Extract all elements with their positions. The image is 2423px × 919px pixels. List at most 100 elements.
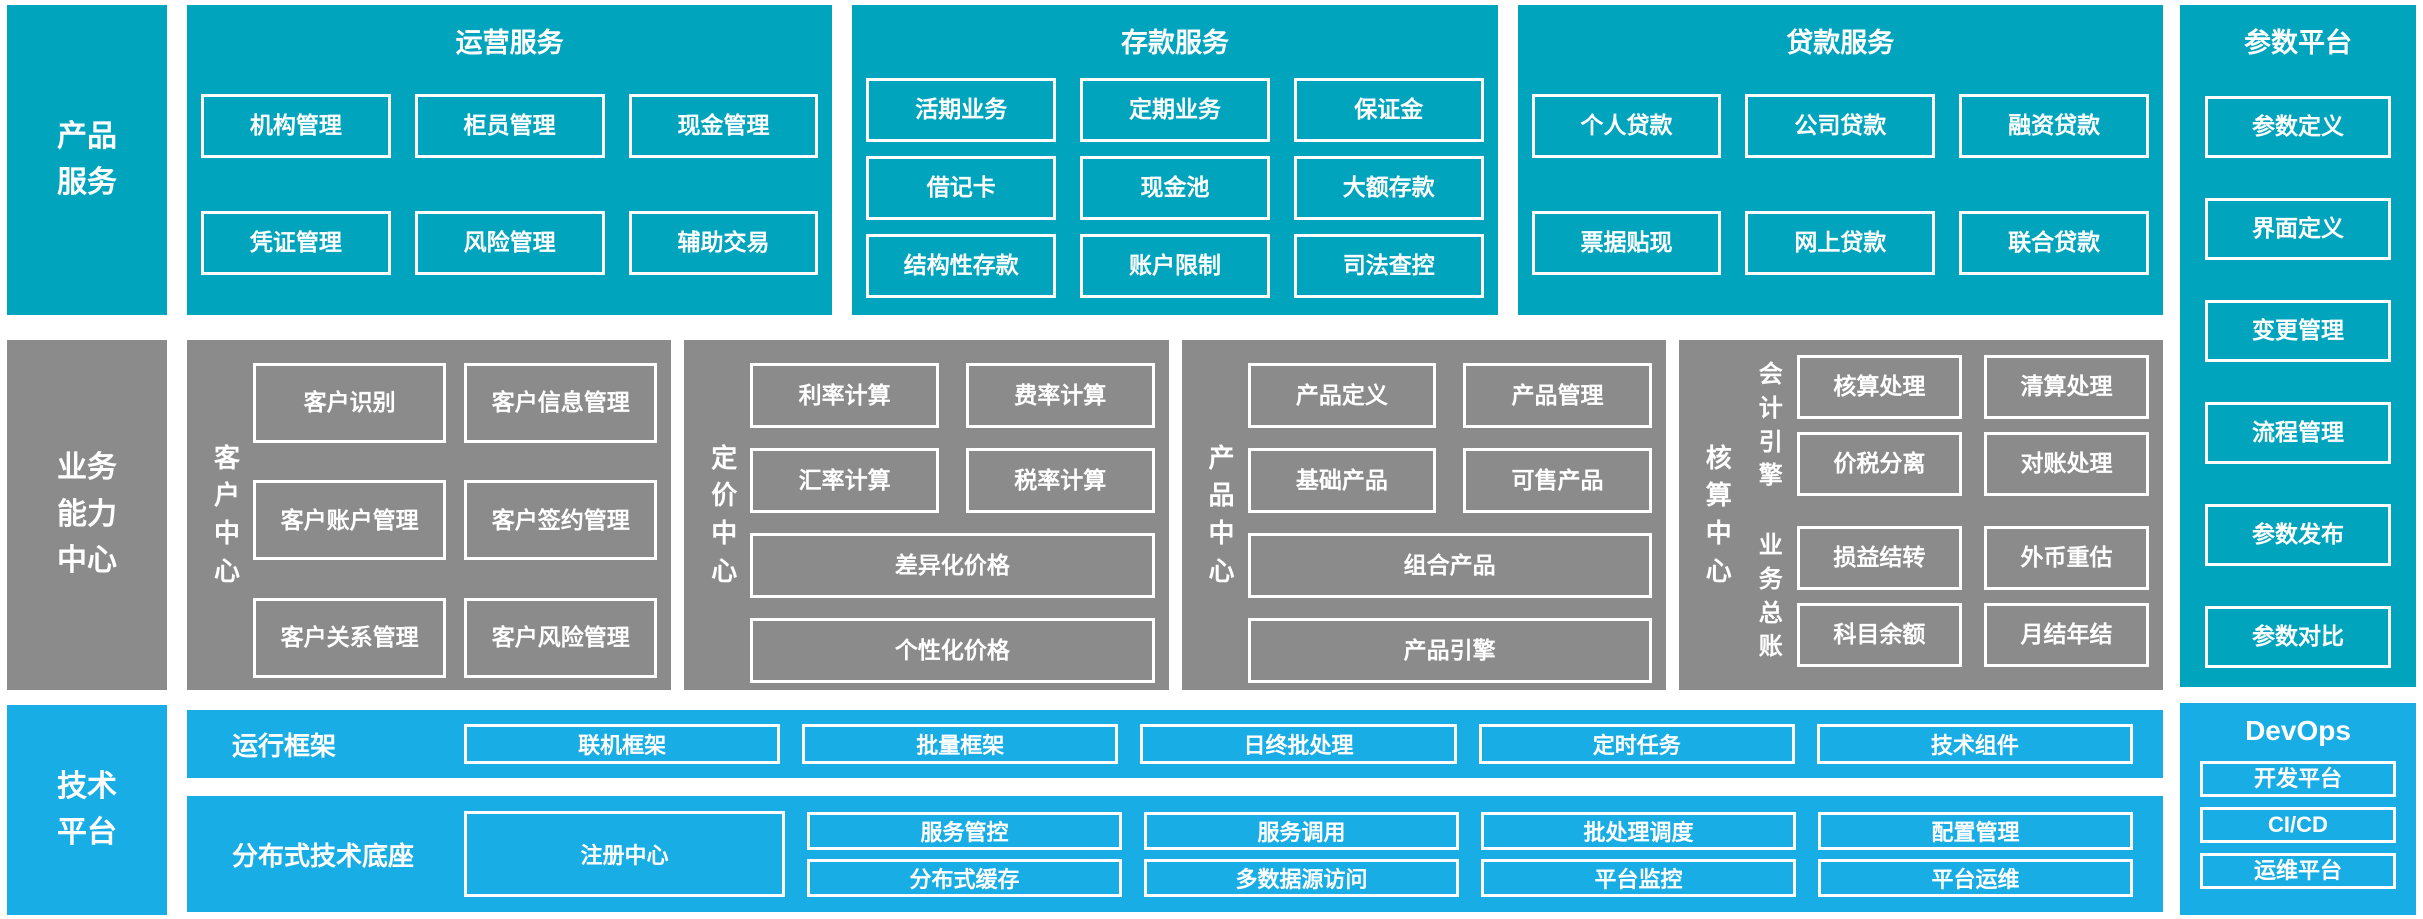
distributed-box-column: 批处理调度 平台监控: [1481, 811, 1796, 897]
loans-box: 票据贴现: [1531, 211, 1722, 275]
operations-box: 凭证管理: [201, 211, 391, 275]
section-customer-center: 客户中心 客户识别 客户信息管理 客户账户管理 客户签约管理 客户关系管理 客户…: [187, 340, 672, 690]
devops-box: 开发平台: [2200, 761, 2396, 797]
runtime-framework-label: 运行框架: [232, 730, 337, 761]
accounting-engine-grid: 核算处理 清算处理 价税分离 对账处理: [1796, 355, 2149, 496]
vertical-label-text: 产品中心: [1208, 442, 1235, 586]
loans-box: 融资贷款: [1959, 94, 2149, 158]
accounting-box: 核算处理: [1796, 355, 1962, 419]
distributed-box: 平台运维: [1818, 858, 2133, 897]
params-box: 变更管理: [2205, 300, 2391, 362]
accounting-groups: 会计引擎 核算处理 清算处理 价税分离 对账处理 业务总账: [1745, 355, 2149, 690]
runtime-box: 日终批处理: [1140, 724, 1457, 764]
runtime-framework-bar: 运行框架 联机框架 批量框架 日终批处理 定时任务 技术组件: [187, 710, 2163, 778]
vertical-sublabel-text: 会计引擎: [1758, 361, 1783, 490]
accounting-box: 月结年结: [1983, 603, 2149, 667]
deposits-box: 结构性存款: [866, 234, 1057, 298]
pricing-center-grid: 利率计算 费率计算 汇率计算 税率计算 差异化价格 个性化价格: [750, 363, 1155, 690]
customer-box: 客户签约管理: [464, 480, 658, 561]
pricing-box: 税率计算: [965, 448, 1155, 513]
capability-centers-row: 客户中心 客户识别 客户信息管理 客户账户管理 客户签约管理 客户关系管理 客户…: [187, 340, 2163, 690]
product-services-row: 运营服务 机构管理 柜员管理 现金管理 凭证管理 风险管理 辅助交易 存款服务 …: [187, 5, 2163, 315]
params-box: 参数对比: [2205, 606, 2391, 668]
operations-box: 机构管理: [201, 94, 391, 158]
accounting-center-label: 核算中心: [1693, 340, 1745, 690]
operations-grid: 机构管理 柜员管理 现金管理 凭证管理 风险管理 辅助交易: [201, 94, 819, 275]
devops-box: 运维平台: [2200, 853, 2396, 889]
params-box: 参数发布: [2205, 504, 2391, 566]
row-label-text: 业务能力中心: [57, 451, 117, 578]
product-box: 基础产品: [1247, 448, 1437, 513]
distributed-box-column: 配置管理 平台运维: [1818, 811, 2133, 897]
accounting-box: 损益结转: [1796, 526, 1962, 590]
pricing-box: 汇率计算: [750, 448, 939, 513]
customer-box: 客户关系管理: [253, 597, 447, 678]
loans-box: 网上贷款: [1745, 211, 1936, 275]
business-ledger-grid: 损益结转 外币重估 科目余额 月结年结: [1796, 526, 2149, 667]
section-operations-services: 运营服务 机构管理 柜员管理 现金管理 凭证管理 风险管理 辅助交易: [187, 5, 833, 315]
pricing-box: 费率计算: [965, 363, 1155, 428]
customer-center-label: 客户中心: [201, 340, 253, 690]
deposits-title: 存款服务: [1120, 28, 1229, 58]
loans-grid: 个人贷款 公司贷款 融资贷款 票据贴现 网上贷款 联合贷款: [1531, 94, 2149, 275]
runtime-box: 定时任务: [1478, 724, 1795, 764]
distributed-box: 服务调用: [1144, 811, 1459, 850]
params-box: 界面定义: [2205, 198, 2391, 260]
loans-title: 贷款服务: [1786, 28, 1895, 58]
product-box: 可售产品: [1463, 448, 1652, 513]
row-label-tech-platform: 技术平台: [7, 705, 167, 915]
distributed-box: 批处理调度: [1481, 811, 1796, 850]
loans-box: 公司贷款: [1745, 94, 1936, 158]
accounting-box: 价税分离: [1796, 432, 1962, 496]
row-label-business-capability: 业务能力中心: [7, 340, 167, 690]
customer-box: 客户信息管理: [464, 363, 658, 443]
section-deposit-services: 存款服务 活期业务 定期业务 保证金 借记卡 现金池 大额存款 结构性存款 账户…: [852, 5, 1498, 315]
distributed-box-column: 服务调用 多数据源访问: [1144, 811, 1459, 897]
accounting-engine-label: 会计引擎: [1745, 355, 1797, 496]
section-product-center: 产品中心 产品定义 产品管理 基础产品 可售产品 组合产品 产品引擎: [1181, 340, 1666, 690]
deposits-box: 现金池: [1080, 156, 1270, 220]
deposits-box: 司法查控: [1293, 234, 1484, 298]
row-label-column: 产品服务 业务能力中心 技术平台: [7, 5, 167, 915]
vertical-label-text: 客户中心: [213, 442, 240, 586]
vertical-label-text: 定价中心: [711, 442, 738, 586]
customer-box: 客户风险管理: [464, 597, 658, 678]
operations-title: 运营服务: [455, 28, 564, 58]
operations-box: 柜员管理: [414, 94, 605, 158]
deposits-box: 借记卡: [866, 156, 1057, 220]
distributed-box: 配置管理: [1818, 811, 2133, 850]
section-devops: DevOps 开发平台 CI/CD 运维平台: [2180, 703, 2416, 915]
right-platform-column: 参数平台 参数定义 界面定义 变更管理 流程管理 参数发布 参数对比 DevOp…: [2180, 5, 2416, 915]
section-loan-services: 贷款服务 个人贷款 公司贷款 融资贷款 票据贴现 网上贷款 联合贷款: [1517, 5, 2163, 315]
section-params-platform: 参数平台 参数定义 界面定义 变更管理 流程管理 参数发布 参数对比: [2180, 5, 2416, 687]
customer-center-grid: 客户识别 客户信息管理 客户账户管理 客户签约管理 客户关系管理 客户风险管理: [253, 363, 658, 690]
product-box-wide: 组合产品: [1247, 533, 1652, 598]
distributed-box: 多数据源访问: [1144, 858, 1459, 897]
deposits-box: 账户限制: [1080, 234, 1270, 298]
pricing-box-wide: 差异化价格: [750, 533, 1155, 598]
product-box: 产品定义: [1247, 363, 1437, 428]
accounting-box: 对账处理: [1983, 432, 2149, 496]
operations-box: 现金管理: [628, 94, 819, 158]
devops-stack: 开发平台 CI/CD 运维平台: [2200, 761, 2396, 889]
devops-box: CI/CD: [2200, 807, 2396, 843]
pricing-box: 利率计算: [750, 363, 939, 428]
distributed-box-column: 服务管控 分布式缓存: [807, 811, 1122, 897]
distributed-box: 平台监控: [1481, 858, 1796, 897]
params-box: 流程管理: [2205, 402, 2391, 464]
customer-box: 客户识别: [253, 363, 447, 443]
accounting-box: 清算处理: [1983, 355, 2149, 419]
deposits-box: 大额存款: [1293, 156, 1484, 220]
product-box-wide: 产品引擎: [1247, 618, 1652, 683]
deposits-box: 定期业务: [1080, 78, 1270, 142]
accounting-box: 科目余额: [1796, 603, 1962, 667]
row-label-product-services: 产品服务: [7, 5, 167, 315]
loans-box: 个人贷款: [1531, 94, 1722, 158]
registry-center-box: 注册中心: [464, 811, 785, 897]
deposits-box: 活期业务: [866, 78, 1057, 142]
section-accounting-center: 核算中心 会计引擎 核算处理 清算处理 价税分离 对账处理: [1678, 340, 2163, 690]
customer-box: 客户账户管理: [253, 480, 447, 561]
accounting-engine-group: 会计引擎 核算处理 清算处理 价税分离 对账处理: [1745, 355, 2149, 496]
product-center-grid: 产品定义 产品管理 基础产品 可售产品 组合产品 产品引擎: [1247, 363, 1652, 690]
